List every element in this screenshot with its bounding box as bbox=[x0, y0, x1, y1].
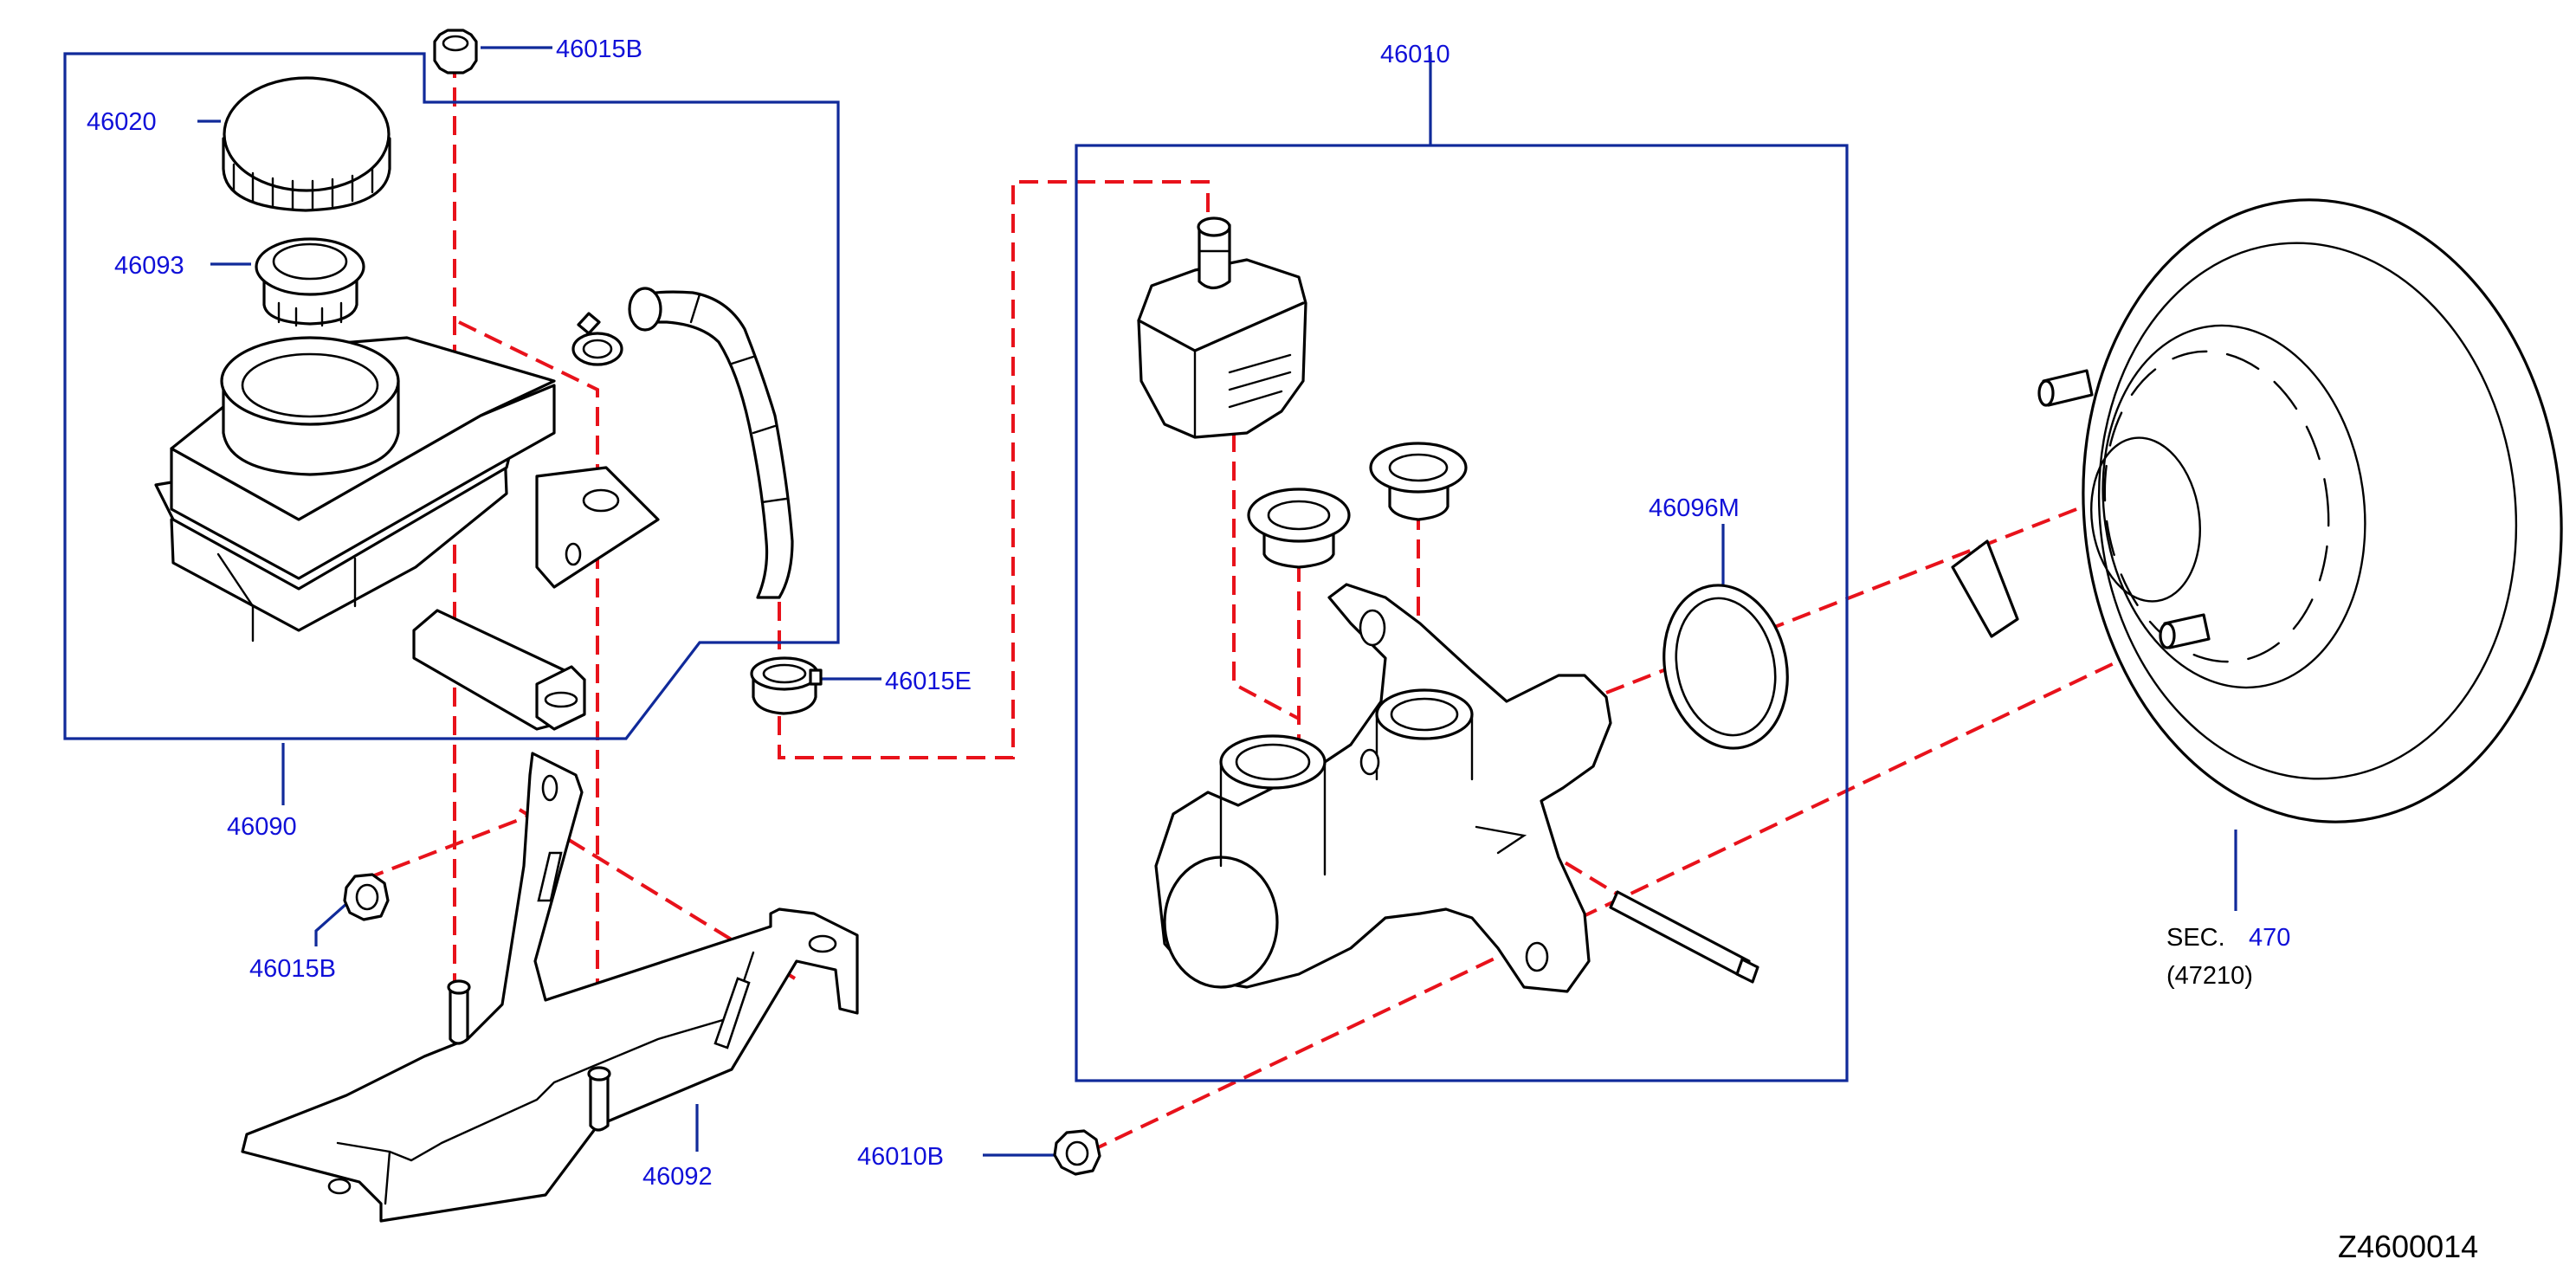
master-cylinder-assembly-boundary bbox=[1075, 144, 1849, 1082]
brake-booster bbox=[1951, 198, 2563, 823]
part-46092-bracket bbox=[241, 752, 859, 1223]
label-46015B-bottom: 46015B bbox=[249, 955, 336, 983]
label-46020: 46020 bbox=[87, 108, 157, 136]
section-ref-sub: (47210) bbox=[2166, 962, 2253, 990]
master-cylinder-grommet-a bbox=[1247, 488, 1351, 569]
label-46090: 46090 bbox=[227, 813, 297, 841]
label-46092: 46092 bbox=[642, 1163, 713, 1191]
part-46015B-nut-top bbox=[433, 29, 478, 74]
part-46020-reservoir-cap bbox=[222, 76, 391, 212]
part-46093-strainer bbox=[255, 237, 365, 327]
callout-labels: 46015B 46020 46093 46090 46015E 46015B 4… bbox=[87, 36, 2478, 1264]
part-46090-reservoir-tank bbox=[154, 336, 660, 642]
master-cylinder-reservoir-sensor bbox=[1137, 216, 1307, 439]
hose-clip-upper bbox=[571, 312, 623, 366]
master-cylinder-grommet-b bbox=[1369, 442, 1468, 521]
label-46010B: 46010B bbox=[857, 1143, 944, 1171]
master-cylinder-body bbox=[1154, 583, 1612, 993]
part-46096M-o-ring bbox=[1662, 584, 1789, 750]
diagram-id: Z4600014 bbox=[2338, 1229, 2478, 1264]
electrical-connector bbox=[412, 609, 586, 731]
part-46015E-hose-clamp bbox=[750, 656, 823, 715]
label-46096M: 46096M bbox=[1649, 494, 1740, 522]
reservoir-hose bbox=[628, 287, 794, 599]
label-46015B-top: 46015B bbox=[556, 36, 642, 63]
label-46093: 46093 bbox=[114, 252, 184, 280]
part-46015B-nut-bottom bbox=[343, 873, 390, 921]
leader-lines bbox=[197, 46, 2237, 1157]
part-46010B-nut bbox=[1053, 1129, 1101, 1176]
section-ref-prefix: SEC. bbox=[2166, 924, 2225, 952]
master-cylinder-pushrod bbox=[1609, 890, 1759, 984]
reservoir-assembly-boundary bbox=[63, 52, 840, 740]
label-46010: 46010 bbox=[1380, 41, 1450, 68]
section-ref-number: 470 bbox=[2249, 924, 2290, 952]
label-46015E: 46015E bbox=[885, 668, 972, 695]
